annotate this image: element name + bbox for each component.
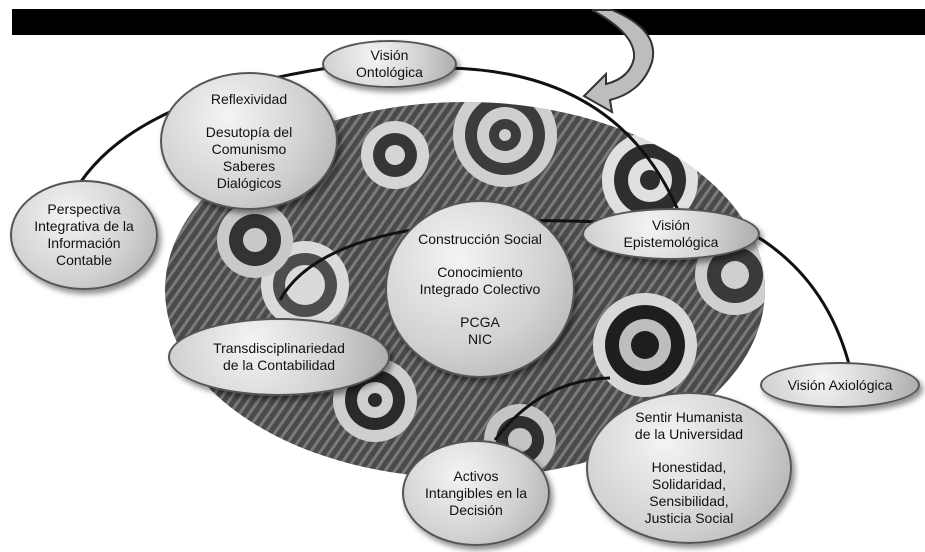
ring-group-1	[453, 102, 557, 187]
node-text: Visión Axiológica	[787, 376, 893, 393]
ring-group-6	[217, 202, 293, 278]
node-text: Honestidad,	[651, 459, 727, 475]
ring-group-3	[593, 293, 697, 397]
node-text: Integrativa de la	[34, 218, 134, 234]
activos-intangibles-node: Activos Intangibles en la Decisión	[402, 440, 550, 546]
node-text: Sensibilidad,	[649, 493, 729, 509]
reflexividad-node: Reflexividad Desutopía del Comunismo Sab…	[160, 72, 338, 210]
node-text: Visión	[370, 47, 409, 63]
sentir-humanista-node: Sentir Humanista de la Universidad Hones…	[586, 392, 792, 544]
node-text: Integrado Colectivo	[419, 280, 541, 297]
node-text: Conocimiento	[437, 263, 523, 280]
node-text: Reflexividad	[210, 90, 288, 107]
concentric-ring-decorations	[217, 102, 765, 476]
arc-activos-to-sentir	[493, 376, 611, 441]
node-text: Visión	[652, 217, 690, 233]
construccion-social-node: Construcción Social Conocimiento Integra…	[385, 200, 575, 378]
node-text: Comunismo	[211, 140, 287, 157]
node-text: de la Contabilidad	[222, 357, 336, 373]
node-text: Saberes	[222, 157, 276, 174]
vision-epistemologica-node: Visión Epistemológica	[582, 208, 760, 260]
node-text: Intangibles en la	[425, 484, 527, 501]
node-text: Activos	[453, 467, 499, 484]
node-text: Ontológica	[356, 64, 423, 80]
node-text: Dialógicos	[216, 174, 282, 191]
curved-arrow-icon	[582, 9, 655, 114]
node-text: Construcción Social	[418, 230, 542, 247]
node-text: Información	[47, 235, 121, 251]
node-text: PCGA	[460, 313, 500, 330]
node-text: Sentir Humanista	[635, 409, 743, 425]
node-text: Decisión	[449, 501, 503, 518]
perspectiva-integrativa-node: Perspectiva Integrativa de la Informació…	[10, 180, 158, 290]
node-text: Perspectiva	[47, 201, 121, 217]
node-text: Solidaridad,	[652, 476, 726, 492]
node-text: Contable	[55, 252, 113, 268]
vision-axiologica-node: Visión Axiológica	[760, 362, 920, 408]
transdisciplinariedad-node: Transdisciplinariedad de la Contabilidad	[168, 318, 390, 396]
ring-group-7	[361, 121, 429, 189]
node-text: de la Universidad	[634, 426, 744, 442]
arc-ontologica-to-epistemologica	[444, 66, 682, 216]
node-text: Desutopía del	[205, 123, 293, 140]
node-text: Justicia Social	[644, 510, 734, 526]
node-text: Epistemológica	[623, 234, 719, 250]
vision-ontologica-node: Visión Ontológica	[322, 40, 457, 88]
node-text: Transdisciplinariedad	[213, 340, 345, 356]
header-bar	[12, 9, 925, 35]
node-text: NIC	[467, 330, 493, 347]
